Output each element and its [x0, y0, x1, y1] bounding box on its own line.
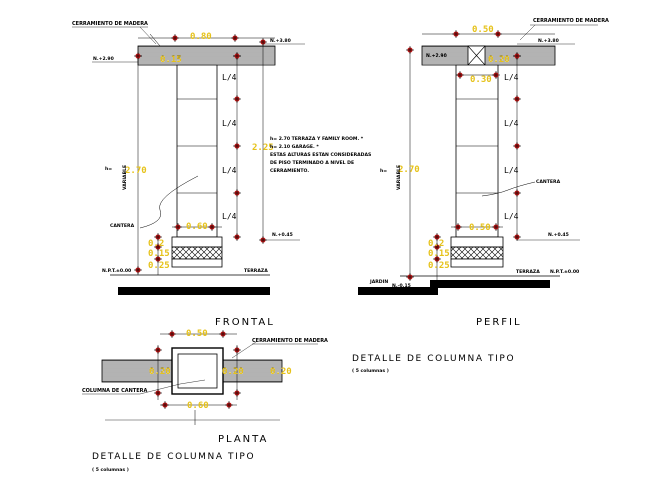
frontal-height-right: 2.25: [252, 143, 274, 153]
perfil-level-base: N.+0.45: [548, 232, 569, 238]
perfil-height: 2.70: [398, 165, 420, 175]
frontal-floor: [118, 287, 270, 295]
frontal-note-5: CERRAMIENTO.: [270, 168, 309, 174]
frontal-cerramiento-label: CERRAMIENTO DE MADERA: [72, 21, 148, 27]
perfil-jardin-level: N.-0.15: [392, 283, 411, 289]
perfil-npt: N.P.T.±0.00: [550, 269, 579, 275]
frontal-base-width: 0.60: [186, 222, 208, 232]
planta-column-inner: [177, 353, 218, 389]
perfil-cerramiento-label: CERRAMIENTO DE MADERA: [533, 18, 609, 24]
planta-plan: 0.50 0.60 0.20 0.20 0.20 CERRAMIENTO DE …: [82, 329, 328, 473]
planta-right-dim: 0.20: [270, 367, 292, 377]
perfil-elevation: 0.50 CERRAMIENTO DE MADERA N.+2.90 0.20 …: [352, 18, 609, 374]
frontal-title: FRONTAL: [215, 317, 275, 328]
frontal-note-2: h= 2.10 GARAGE. *: [270, 144, 319, 150]
frontal-base-cap: [171, 236, 223, 248]
frontal-variable: VARIABLE: [122, 165, 128, 190]
frontal-quarter-4: L/4: [222, 212, 237, 221]
frontal-h-eq: h=: [105, 166, 112, 172]
perfil-terraza: TERRAZA: [516, 269, 540, 275]
perfil-quarter-4: L/4: [504, 212, 519, 221]
frontal-level-left: N.+2.90: [93, 56, 114, 62]
frontal-top-thick: 0.15: [160, 55, 182, 65]
frontal-column: [176, 64, 218, 238]
perfil-floor: [358, 280, 550, 295]
frontal-level-right: N.+3.80: [270, 38, 291, 44]
frontal-note-4: DE PISO TERMINADO A NIVEL DE: [270, 160, 354, 166]
perfil-quarter-2: L/4: [504, 119, 519, 128]
perfil-base-width: 0.50: [469, 223, 491, 233]
planta-detail-title: DETALLE DE COLUMNA TIPO: [92, 452, 255, 462]
frontal-note-3: ESTAS ALTURAS ESTAN CONSIDERADAS: [270, 152, 371, 158]
planta-mid-dim: 0.20: [222, 367, 244, 377]
perfil-detail-sub: ( 5 columnas ): [352, 368, 389, 374]
frontal-base-dim-2: 0.15: [148, 249, 170, 259]
frontal-top-width: 0.80: [190, 32, 212, 42]
perfil-base-dim-1: 0.2: [428, 239, 444, 249]
perfil-top-width: 0.50: [472, 25, 494, 35]
frontal-terraza: TERRAZA: [244, 268, 268, 274]
frontal-level-base: N.+0.45: [272, 232, 293, 238]
planta-title: PLANTA: [218, 434, 268, 445]
frontal-quarter-3: L/4: [222, 166, 237, 175]
perfil-variable: VARIABLE: [396, 165, 402, 190]
perfil-base-dim-3: 0.25: [428, 261, 450, 271]
frontal-note-1: h= 2.70 TERRAZA Y FAMILY ROOM. *: [270, 136, 364, 142]
planta-detail-sub: ( 5 columnas ): [92, 467, 129, 473]
perfil-base-cap: [450, 236, 504, 248]
frontal-cantera-label: CANTERA: [110, 223, 135, 229]
perfil-post-width: 0.30: [470, 75, 492, 85]
perfil-quarter-3: L/4: [504, 166, 519, 175]
planta-cerramiento-label: CERRAMIENTO DE MADERA: [252, 338, 328, 344]
frontal-quarter-2: L/4: [222, 119, 237, 128]
perfil-base-dim-2: 0.15: [428, 249, 450, 259]
planta-left-dim: 0.20: [149, 367, 171, 377]
perfil-level-left: N.+2.90: [426, 53, 447, 59]
planta-cantera-label: COLUMNA DE CANTERA: [82, 388, 147, 394]
perfil-jardin: JARDIN: [369, 279, 388, 285]
perfil-title: PERFIL: [476, 317, 522, 328]
frontal-base-dim-1: 0.2: [148, 239, 164, 249]
planta-top-dim: 0.50: [186, 329, 208, 339]
planta-bottom-dim: 0.60: [187, 401, 209, 411]
perfil-quarter-1: L/4: [504, 73, 519, 82]
frontal-beam: [137, 45, 276, 66]
frontal-elevation: CERRAMIENTO DE MADERA 0.80 0.15 N.+2.90 …: [72, 21, 371, 328]
perfil-level-right: N.+3.80: [538, 38, 559, 44]
perfil-detail-title: DETALLE DE COLUMNA TIPO: [352, 354, 515, 364]
frontal-quarter-1: L/4: [222, 73, 237, 82]
frontal-height-left: 2.70: [125, 166, 147, 176]
frontal-base: [171, 246, 223, 260]
perfil-h-eq: h=: [380, 168, 387, 174]
perfil-base: [450, 246, 504, 260]
frontal-npt: N.P.T.±0.00: [102, 268, 131, 274]
perfil-column: [455, 64, 499, 238]
perfil-top-thick: 0.20: [488, 55, 510, 65]
frontal-base-dim-3: 0.25: [148, 261, 170, 271]
perfil-cantera-label: CANTERA: [536, 179, 561, 185]
